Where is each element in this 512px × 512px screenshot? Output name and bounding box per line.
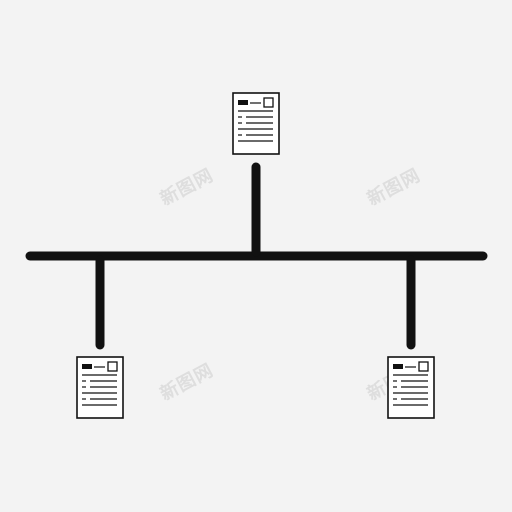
document-icon xyxy=(387,356,435,419)
document-icon xyxy=(232,92,280,155)
document-icon xyxy=(76,356,124,419)
